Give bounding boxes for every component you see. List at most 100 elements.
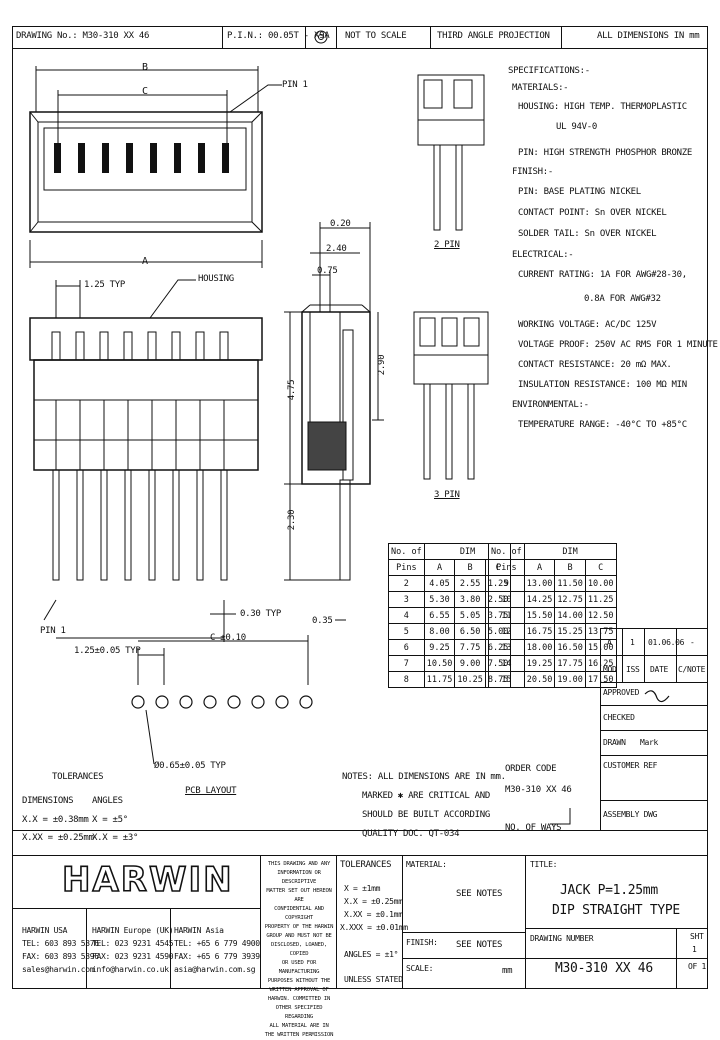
sheet-value: 1	[692, 945, 697, 954]
asia-office: HARWIN Asia	[174, 926, 224, 935]
tb-tol-2: X.X = ±0.25mm	[344, 897, 403, 906]
projection-note: THIRD ANGLE PROJECTION	[437, 31, 550, 41]
material-value: SEE NOTES	[456, 889, 503, 899]
pcb-hole-label: Ø0.65±0.05 TYP	[154, 761, 226, 771]
side-dim-1: 0.20	[330, 219, 351, 229]
drawing-number: DRAWING No.: M30-310 XX 46	[16, 31, 150, 41]
drawing-number-label: DRAWING NUMBER	[530, 934, 594, 943]
side-dim-2: 2.40	[326, 244, 347, 254]
asia-email: asia@harwin.com.sg	[174, 965, 256, 974]
order-code-title: ORDER CODE	[505, 764, 557, 774]
rev-value: A	[607, 638, 612, 647]
tol-row-2a: X.XX = ±0.25mm	[22, 833, 94, 843]
asia-fax: FAX: +65 6 779 3939	[174, 952, 260, 961]
issue-value: 1	[630, 638, 635, 647]
asia-tel: TEL: +65 6 779 4900	[174, 939, 260, 948]
housing-label: HOUSING	[198, 274, 234, 284]
side-dim-7: 0.35	[312, 616, 333, 626]
cnote-header: C/NOTE	[678, 665, 706, 674]
pin-width-label: 0.30 TYP	[240, 609, 281, 619]
checked-label: CHECKED	[603, 713, 635, 722]
europe-email: info@harwin.co.uk	[92, 965, 169, 974]
material-label: MATERIAL:	[406, 860, 447, 869]
drawing-sheet: DRAWING No.: M30-310 XX 46 P.I.N.: 00.05…	[12, 26, 718, 1038]
pcb-holes	[131, 695, 313, 709]
customer-ref-label: CUSTOMER REF	[603, 761, 658, 770]
notes-line-3: SHOULD BE BUILT ACCORDING	[362, 810, 490, 820]
tol-col-angles: ANGLES	[92, 796, 123, 806]
drawn-label: DRAWN	[603, 738, 626, 747]
drawing-number-value: M30-310 XX 46	[555, 961, 653, 976]
tol-row-2b: X.X = ±3°	[92, 833, 139, 843]
notes-line-2: MARKED ✱ ARE CRITICAL AND	[362, 791, 490, 801]
tb-tol-4: X.XXX = ±0.01mm	[340, 923, 408, 932]
order-ways-label: NO. OF WAYS	[505, 823, 562, 833]
date-header: DATE	[650, 665, 669, 674]
finish-value: SEE NOTES	[456, 940, 503, 950]
tol-row-1a: X.X = ±0.38mm	[22, 815, 89, 825]
side-dim-6: 2.30	[287, 509, 298, 531]
usa-email: sales@harwin.com	[22, 965, 95, 974]
notes-line-4: QUALITY DOC. QT-034	[362, 829, 460, 839]
pcb-layout-title: PCB LAYOUT	[185, 786, 237, 796]
europe-fax: FAX: 023 9231 4590	[92, 952, 174, 961]
cnote-value: -	[690, 638, 695, 647]
sheet-of: OF 1	[688, 962, 707, 971]
drawn-by-value: Mark	[640, 738, 659, 747]
technical-drawing	[12, 26, 708, 989]
assembly-dwg-label: ASSEMBLY DWG	[603, 810, 658, 819]
tb-unless-stated: UNLESS STATED	[344, 975, 403, 984]
scale-label: SCALE:	[406, 964, 434, 973]
side-dim-3: 0.75	[317, 266, 338, 276]
date-value: 01.06.06	[648, 638, 685, 647]
tb-tol-1: X = ±1mm	[344, 884, 381, 893]
order-code-value: M30-310 XX 46	[505, 785, 572, 795]
tol-col-dimensions: DIMENSIONS	[22, 796, 74, 806]
tb-tolerances-title: TOLERANCES	[340, 860, 392, 870]
pin1-label: PIN 1	[282, 80, 308, 90]
tol-row-1b: X = ±5°	[92, 815, 128, 825]
europe-office: HARWIN Europe (UK)	[92, 926, 174, 935]
mod-header: MOD	[603, 665, 617, 674]
usa-tel: TEL: 603 893 5376	[22, 939, 99, 948]
tb-angles: ANGLES = ±1°	[344, 950, 399, 959]
finish-label: FINISH:	[406, 938, 438, 947]
side-dim-5: 2.90	[377, 354, 388, 376]
notes-line-1: NOTES: ALL DIMENSIONS ARE IN mm.	[342, 772, 506, 782]
title-line-1: JACK P=1.25mm	[560, 883, 658, 898]
two-pin-label: 2 PIN	[434, 240, 460, 250]
units-value: mm	[502, 966, 513, 976]
front-view-contacts	[51, 331, 229, 360]
europe-tel: TEL: 023 9231 4545	[92, 939, 174, 948]
dim-b-label: B	[142, 62, 148, 73]
pcb-pitch-label: 1.25±0.05 TYP	[74, 646, 141, 656]
title-label: TITLE:	[530, 860, 558, 869]
dim-c-label: C	[142, 86, 148, 97]
top-view-pins	[54, 143, 229, 173]
tolerances-title: TOLERANCES	[52, 772, 104, 782]
tb-tol-3: X.XX = ±0.1mm	[344, 910, 403, 919]
scale-note: NOT TO SCALE	[345, 31, 407, 41]
pin-reference: P.I.N.: 00.05T - X9A	[227, 31, 330, 41]
approved-label: APPROVED	[603, 688, 640, 697]
pitch-label: 1.25 TYP	[84, 280, 125, 290]
three-pin-label: 3 PIN	[434, 490, 460, 500]
usa-fax: FAX: 603 893 5396	[22, 952, 99, 961]
front-pin1-label: PIN 1	[40, 626, 66, 636]
front-view-pins	[52, 469, 228, 581]
title-line-2: DIP STRAIGHT TYPE	[552, 903, 680, 918]
sheet-label: SHT	[690, 932, 704, 941]
harwin-logo: HARWIN	[61, 860, 234, 900]
iss-header: ISS	[626, 665, 640, 674]
pcb-c-label: C ±0.10	[210, 633, 246, 643]
side-dim-4: 4.75	[287, 379, 298, 401]
dim-a-label: A	[142, 256, 148, 267]
